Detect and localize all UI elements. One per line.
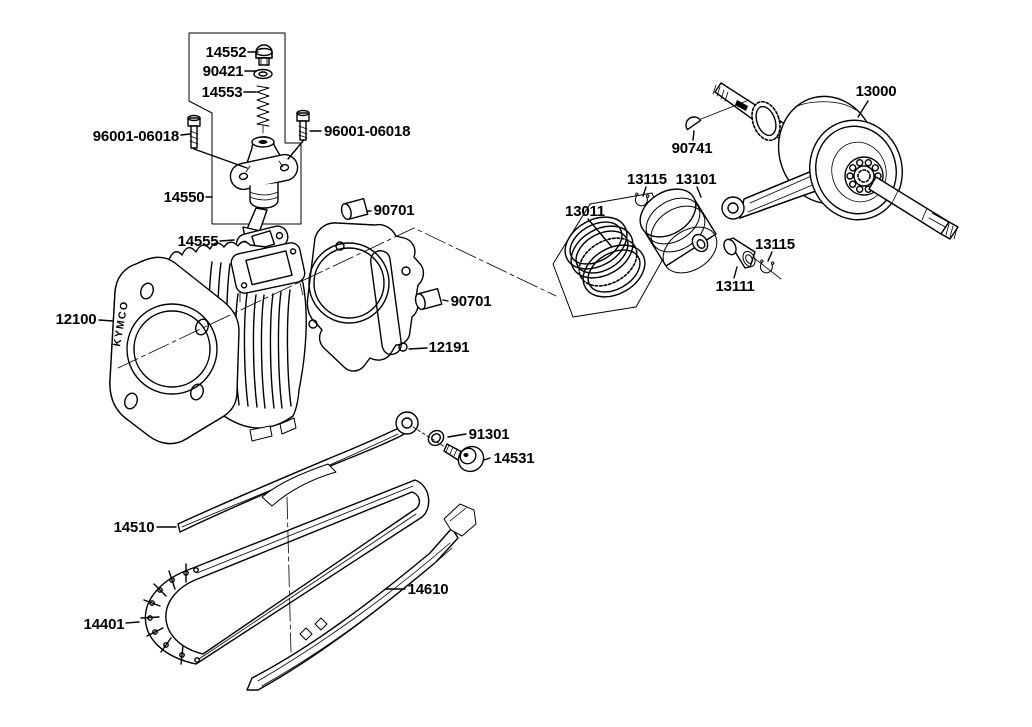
piston-pin-13111 <box>723 237 756 269</box>
part-label-13115-left: 13115 <box>627 171 667 188</box>
flange-bolt-left-96001-06018 <box>187 114 201 149</box>
part-labels: 14552 90421 14553 96001-06018 96001-0601… <box>56 44 897 633</box>
dowel-pin-90701-bottom <box>414 287 443 311</box>
part-label-12100: 12100 <box>56 311 97 328</box>
tensioner-spring-14553 <box>256 85 270 134</box>
part-label-14531: 14531 <box>494 450 535 467</box>
part-label-14510: 14510 <box>114 519 155 536</box>
connecting-rod <box>721 165 831 220</box>
cam-chain-sprocket <box>751 100 781 142</box>
chain-links <box>140 563 200 665</box>
part-label-91301: 91301 <box>469 426 510 443</box>
part-label-14552: 14552 <box>206 44 247 61</box>
chain-guide-14510 <box>177 411 419 533</box>
dowel-pin-90701-top <box>340 197 369 221</box>
part-label-96001-06018-right: 96001-06018 <box>324 123 410 140</box>
part-label-90741: 90741 <box>672 140 713 157</box>
part-label-96001-06018-left: 96001-06018 <box>93 128 179 145</box>
part-label-14553: 14553 <box>202 84 243 101</box>
part-label-13115-right: 13115 <box>755 236 795 253</box>
part-label-12191: 12191 <box>429 339 470 356</box>
bore-center-line <box>117 227 557 369</box>
cam-chain-tensioner-assembly <box>187 32 310 256</box>
part-label-90701-bottom: 90701 <box>451 293 492 310</box>
piston-pin-circlip-13115-left <box>634 192 650 207</box>
intake-port-flange <box>230 242 306 303</box>
part-label-13111: 13111 <box>715 278 754 295</box>
tensioner-boundary-box <box>188 32 302 225</box>
cam-chain-14401 <box>140 479 430 665</box>
cylinder-bore <box>126 303 218 395</box>
part-label-14401: 14401 <box>84 616 125 633</box>
sealing-bolt-14552 <box>255 44 273 66</box>
pin-axis-line <box>753 257 782 280</box>
part-label-14555: 14555 <box>178 233 219 250</box>
chain-guide-14610 <box>246 503 477 691</box>
flange-bolt-right-96001-06018 <box>296 109 310 141</box>
part-label-13101: 13101 <box>676 171 717 188</box>
guide-bolt-axis-line <box>412 426 446 448</box>
gasket-outline <box>306 222 425 372</box>
piston-pin-circlip-13115-right <box>759 259 775 274</box>
sealing-washer-90421 <box>253 68 273 80</box>
woodruff-key-90741 <box>685 116 702 131</box>
part-label-13000: 13000 <box>856 83 897 100</box>
crankshaft-13000 <box>712 82 959 240</box>
part-label-14610: 14610 <box>408 581 449 598</box>
cylinder-head-face <box>109 256 240 445</box>
leader-lines <box>98 51 869 624</box>
part-label-13011: 13011 <box>565 203 605 220</box>
tensioner-lifter-14550 <box>229 136 299 242</box>
piston-13101 <box>639 188 718 274</box>
chain-center-line <box>286 496 292 653</box>
head-gasket-12191 <box>306 222 425 372</box>
key-alignment-line <box>700 99 750 120</box>
part-label-90421: 90421 <box>203 63 244 80</box>
cylinder-12100: KYMCO <box>109 241 307 445</box>
guide-bolt-14531 <box>443 443 485 473</box>
crank-right-shaft <box>868 176 959 240</box>
part-label-90701-top: 90701 <box>374 202 415 219</box>
part-label-14550: 14550 <box>164 189 205 206</box>
guide-washer-91301 <box>427 429 445 447</box>
